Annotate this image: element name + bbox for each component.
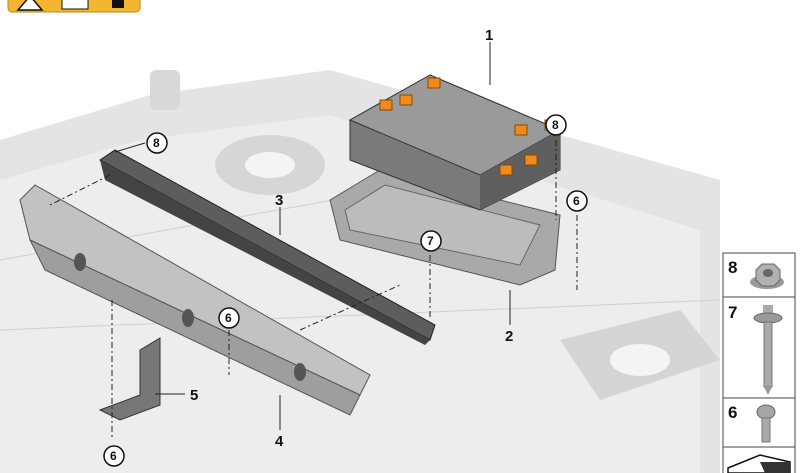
callout-6: 6 <box>573 194 580 208</box>
long-bolt-icon <box>753 305 783 395</box>
part-1-control-module <box>348 74 562 211</box>
short-bolt-icon <box>756 404 776 443</box>
callout-4: 4 <box>275 433 284 450</box>
warning-banner <box>7 0 141 13</box>
hex-nut-icon <box>750 263 784 289</box>
callout-2: 2 <box>505 328 513 345</box>
assembly-lines <box>49 140 578 440</box>
part-4-support-bracket <box>19 184 371 416</box>
fastener-panel: 8 7 6 <box>722 252 796 473</box>
part-5-small-bracket <box>98 337 161 421</box>
callout-6: 6 <box>110 449 117 463</box>
callout-5: 5 <box>190 387 198 404</box>
callout-3: 3 <box>275 192 283 209</box>
manual-book-icon <box>61 0 89 10</box>
callout-6: 6 <box>225 311 232 325</box>
callout-8: 8 <box>552 118 559 132</box>
trash-icon <box>112 0 124 8</box>
panel-label-6: 6 <box>728 403 737 422</box>
part-2-tray <box>329 169 561 286</box>
leader-lines <box>114 42 511 430</box>
callout-1: 1 <box>485 27 493 44</box>
callout-8: 8 <box>153 136 160 150</box>
warning-triangle-icon <box>16 0 44 11</box>
callout-7: 7 <box>427 234 434 248</box>
callouts: 1 8 3 8 6 7 2 6 5 4 6 <box>103 27 588 467</box>
lubricant-pad-icon <box>727 454 791 473</box>
panel-label-7: 7 <box>728 303 737 322</box>
part-3-connector-rail <box>99 149 436 345</box>
panel-label-8: 8 <box>728 258 737 277</box>
